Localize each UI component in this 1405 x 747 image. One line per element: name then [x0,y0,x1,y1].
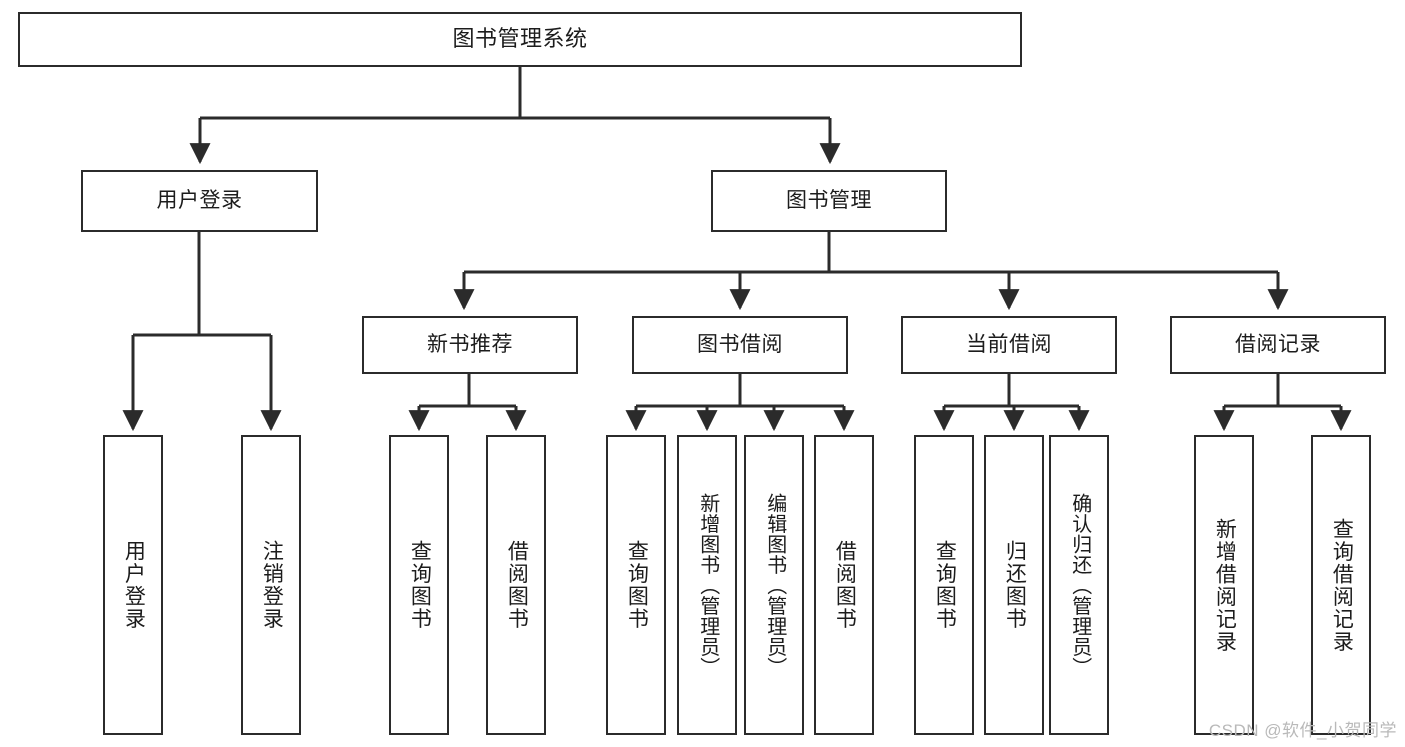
node-label: 注销登录 [260,540,284,630]
leaf-new-book-query[interactable]: 查询图书 [389,435,449,735]
node-user-login[interactable]: 用户登录 [81,170,318,232]
leaf-new-book-borrow[interactable]: 借阅图书 [486,435,546,735]
edges-userlogin-to-leaves [122,232,282,432]
node-book-borrow[interactable]: 图书借阅 [632,316,848,374]
node-label: 归还图书 [1003,540,1027,630]
edges-borrowrecord-to-leaves [1213,374,1352,432]
leaf-current-return-book[interactable]: 归还图书 [984,435,1044,735]
node-current-borrow[interactable]: 当前借阅 [901,316,1117,374]
node-label: 查询图书 [933,540,957,630]
node-label: 新书推荐 [427,333,513,357]
node-label: 确认归还（管理员） [1068,492,1091,678]
leaf-user-login-logout[interactable]: 注销登录 [241,435,301,735]
node-label: 借阅图书 [505,540,529,630]
leaf-user-login-login[interactable]: 用户登录 [103,435,163,735]
node-label: 当前借阅 [966,333,1052,357]
leaf-record-add-record[interactable]: 新增借阅记录 [1194,435,1254,735]
node-root-system[interactable]: 图书管理系统 [18,12,1022,67]
node-label: 新增借阅记录 [1213,517,1237,653]
leaf-borrow-add-book-admin[interactable]: 新增图书（管理员） [677,435,737,735]
node-borrow-record[interactable]: 借阅记录 [1170,316,1386,374]
node-label: 查询图书 [625,540,649,630]
edges-currentborrow-to-leaves [933,374,1090,432]
node-new-book-recommend[interactable]: 新书推荐 [362,316,578,374]
leaf-current-query-book[interactable]: 查询图书 [914,435,974,735]
node-label: 用户登录 [122,540,146,630]
node-label: 查询图书 [408,540,432,630]
leaf-record-query-record[interactable]: 查询借阅记录 [1311,435,1371,735]
node-label: 图书管理系统 [452,26,588,52]
node-label: 查询借阅记录 [1330,517,1354,653]
node-book-management[interactable]: 图书管理 [711,170,947,232]
leaf-borrow-borrow-book[interactable]: 借阅图书 [814,435,874,735]
edges-bookmgmt-to-level3 [453,232,1289,311]
edges-root-to-level2 [189,67,841,165]
leaf-current-confirm-return-admin[interactable]: 确认归还（管理员） [1049,435,1109,735]
node-label: 图书管理 [786,189,872,213]
leaf-borrow-query-book[interactable]: 查询图书 [606,435,666,735]
node-label: 图书借阅 [697,333,783,357]
edges-newbook-to-leaves [408,374,527,432]
edges-borrowbook-to-leaves [625,374,855,432]
node-label: 借阅记录 [1235,333,1321,357]
leaf-borrow-edit-book-admin[interactable]: 编辑图书（管理员） [744,435,804,735]
node-label: 用户登录 [156,189,243,213]
node-label: 新增图书（管理员） [696,492,719,678]
node-label: 编辑图书（管理员） [763,492,786,678]
node-label: 借阅图书 [833,540,857,630]
